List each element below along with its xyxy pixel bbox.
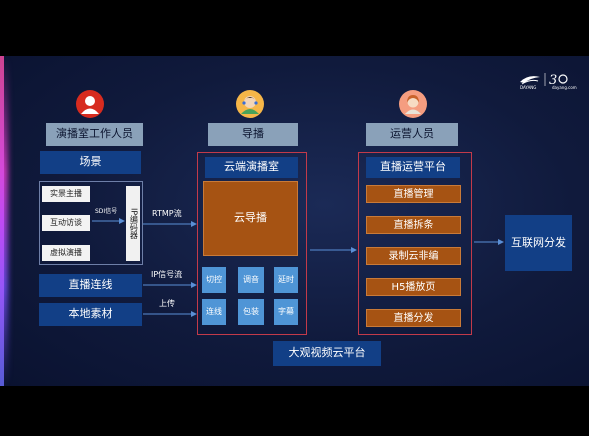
svg-text:3: 3 xyxy=(549,73,557,88)
cloud-studio-frame xyxy=(197,152,307,335)
scene-box: 场景 xyxy=(40,151,141,174)
operator-avatar-icon xyxy=(399,90,427,118)
scene-group-frame xyxy=(39,181,143,265)
ip-encoder-label: IP编码器 xyxy=(129,207,139,240)
ip-stream-label: IP信号流 xyxy=(151,270,183,279)
cloud-studio-title: 云端演播室 xyxy=(205,157,298,178)
upload-label: 上传 xyxy=(159,299,175,308)
live-link-box: 直播连线 xyxy=(39,274,142,297)
tool-packaging: 包装 xyxy=(238,299,264,325)
tool-connection: 连线 xyxy=(202,299,226,325)
tool-cut-control: 切控 xyxy=(202,267,226,293)
tool-audio-mixing: 调音 xyxy=(238,267,264,293)
sdi-signal-label: SDI信号 xyxy=(95,208,118,215)
right-item-live-clipping: 直播拆条 xyxy=(366,216,461,234)
ip-encoder-box: IP编码器 xyxy=(126,186,140,261)
internet-distribution-box: 互联网分发 xyxy=(505,215,572,271)
director-avatar-icon xyxy=(236,90,264,118)
studio-staff-header: 演播室工作人员 xyxy=(46,123,143,146)
platform-box: 大观视频云平台 xyxy=(273,341,381,366)
studio-staff-avatar-icon xyxy=(76,90,104,118)
right-item-cloud-editing: 录制云非编 xyxy=(366,247,461,265)
brand-logo: 3 DAYANG dayang.com xyxy=(518,70,578,90)
operator-header: 运营人员 xyxy=(366,123,458,146)
tool-subtitle: 字幕 xyxy=(274,299,298,325)
scene-item-virtual: 虚拟演播 xyxy=(42,245,90,261)
scene-item-interview: 互动访谈 xyxy=(42,215,90,231)
live-operation-frame xyxy=(358,152,472,335)
logo-brand-text: DAYANG xyxy=(520,85,537,90)
right-item-distribution: 直播分发 xyxy=(366,309,461,327)
local-material-box: 本地素材 xyxy=(39,303,142,326)
director-header: 导播 xyxy=(208,123,298,146)
left-glow-line xyxy=(0,56,4,386)
cloud-director-box: 云导播 xyxy=(203,181,298,256)
left-glow-decoration xyxy=(0,56,8,386)
right-item-h5-page: H5播放页 xyxy=(366,278,461,296)
slide-background: 3 DAYANG dayang.com 演播室工作人员 xyxy=(0,56,589,386)
scene-item-real-host: 实景主播 xyxy=(42,186,90,202)
right-item-live-management: 直播管理 xyxy=(366,185,461,203)
tool-delay: 延时 xyxy=(274,267,298,293)
live-operation-title: 直播运营平台 xyxy=(366,157,460,178)
rtmp-label: RTMP流 xyxy=(152,209,182,218)
dayang-logo-icon: 3 xyxy=(520,73,568,88)
logo-sub-text: dayang.com xyxy=(552,85,577,90)
